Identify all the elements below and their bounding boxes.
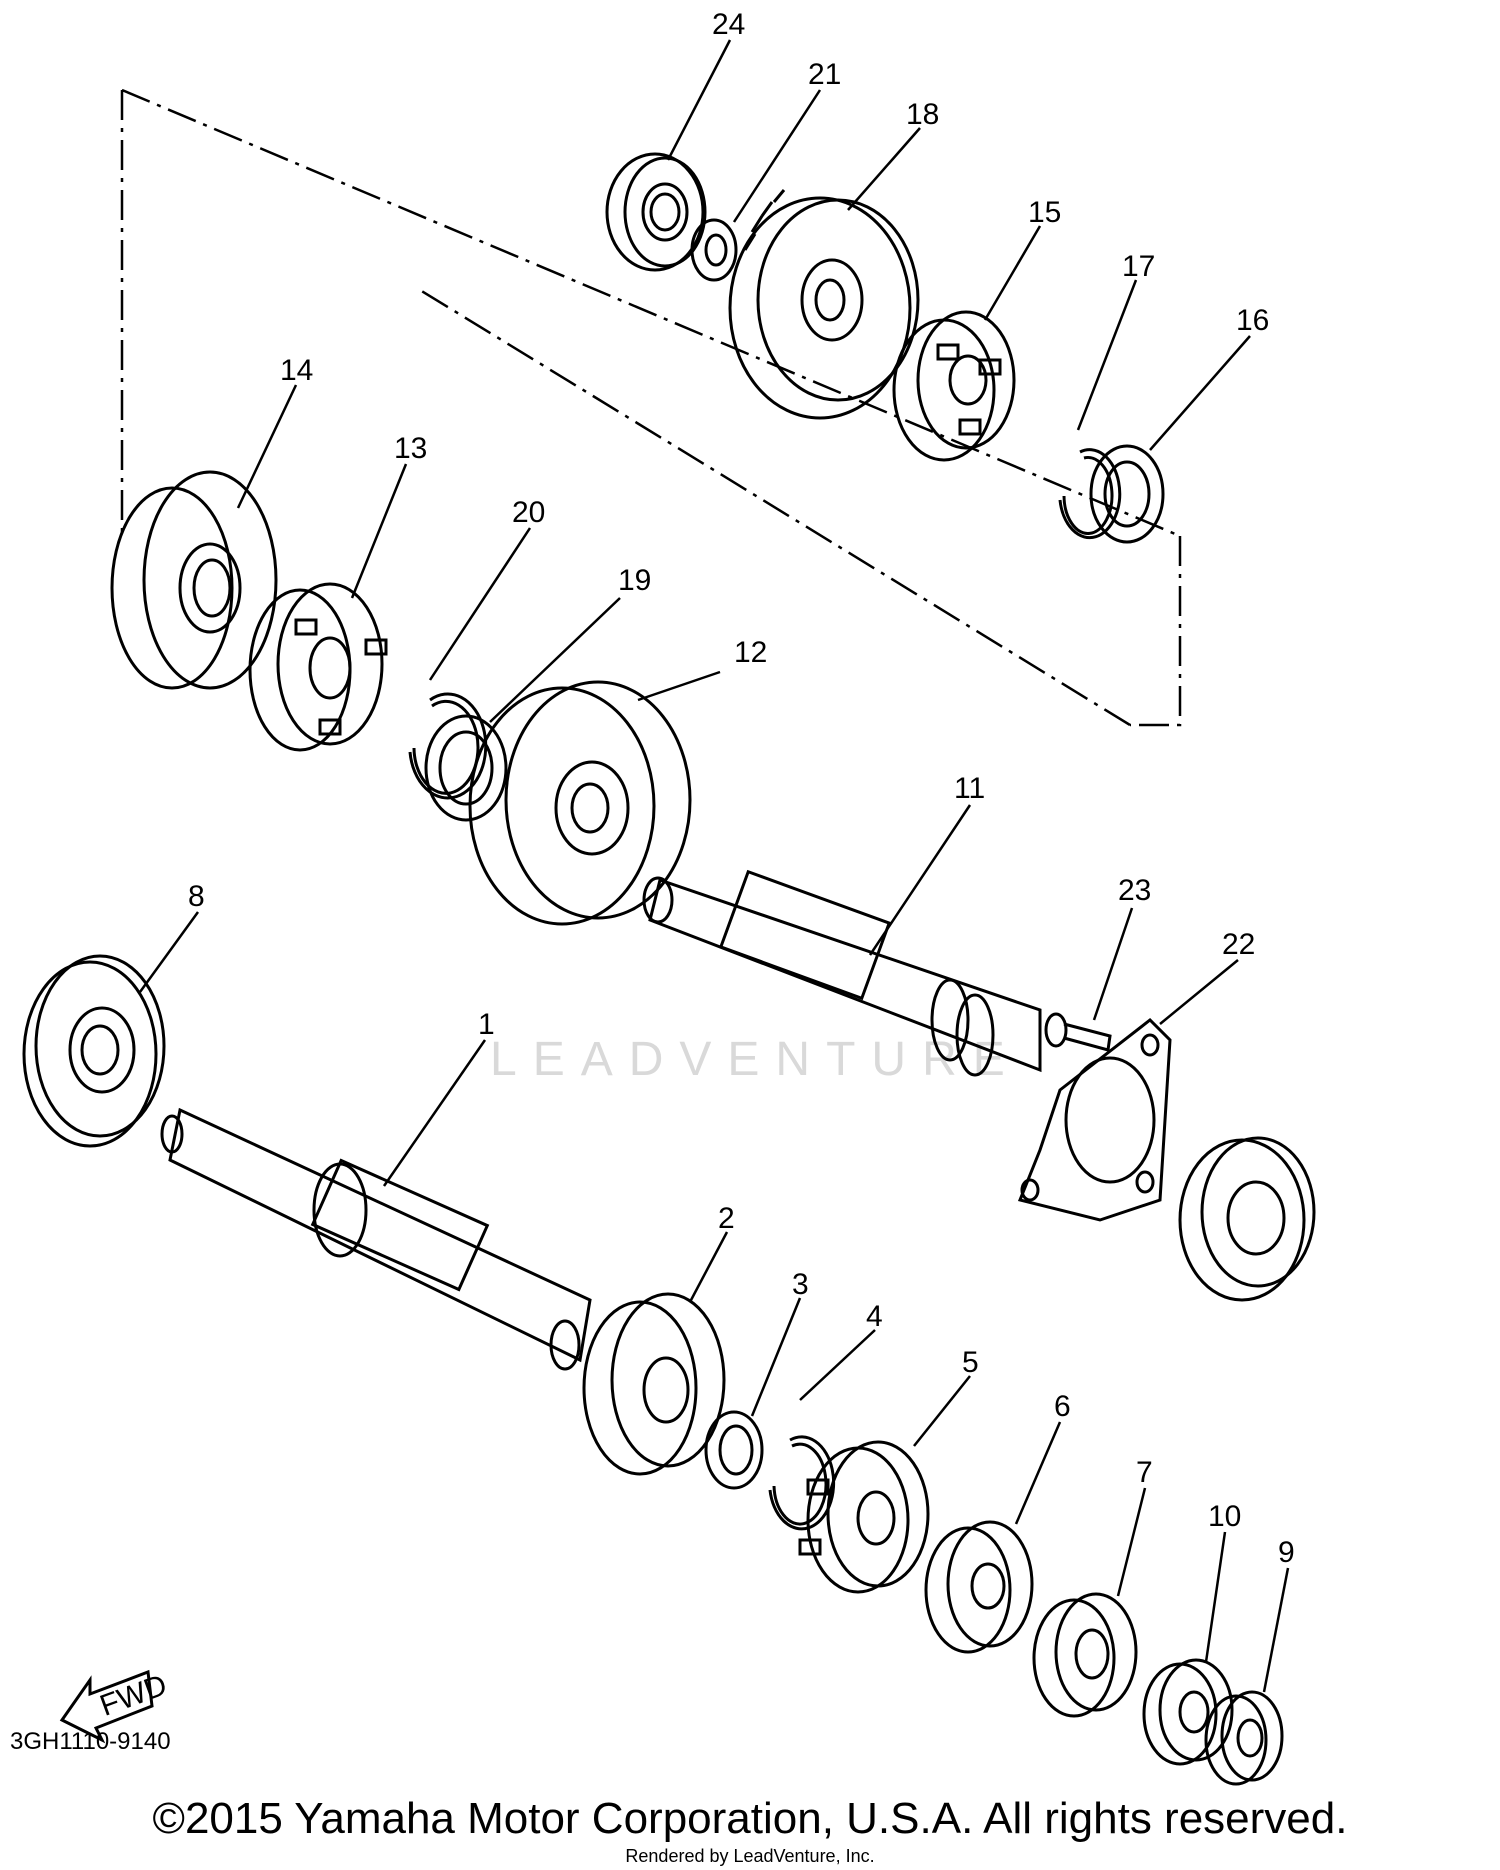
- callout-5: 5: [962, 1346, 979, 1379]
- rendered-by-credit: Rendered by LeadVenture, Inc.: [625, 1846, 875, 1866]
- part-15-gear: [892, 310, 1016, 462]
- callout-17: 17: [1122, 250, 1155, 283]
- callout-19: 19: [618, 564, 651, 597]
- callout-15: 15: [1028, 196, 1061, 229]
- callout-12: 12: [734, 636, 767, 669]
- callout-11: 11: [954, 772, 985, 805]
- leader-lines: [138, 39, 1290, 1693]
- callout-23: 23: [1118, 874, 1151, 907]
- part-23-bolt: [1044, 1012, 1112, 1052]
- assembly-boundary: [120, 88, 1182, 727]
- callout-6: 6: [1054, 1390, 1071, 1423]
- callout-16: 16: [1236, 304, 1269, 337]
- part-12-gear: [468, 680, 692, 926]
- callout-20: 20: [512, 496, 545, 529]
- part-4-circlip: [768, 1435, 836, 1531]
- part-18-gear: [728, 189, 920, 420]
- callout-8: 8: [188, 880, 205, 913]
- part-8-bearing: [22, 954, 166, 1148]
- callout-1: 1: [478, 1008, 495, 1041]
- callout-7: 7: [1136, 1456, 1153, 1489]
- part-20-circlip: [408, 692, 488, 800]
- callout-13: 13: [394, 432, 427, 465]
- callout-21: 21: [808, 58, 841, 91]
- part-2-gear: [582, 1292, 726, 1476]
- part-7-gear: [1032, 1592, 1138, 1718]
- part-bearing-right: [1178, 1136, 1316, 1302]
- part-22-plate: [1017, 1018, 1172, 1222]
- callout-2: 2: [718, 1202, 735, 1235]
- diagram-reference-code: 3GH1110-9140: [10, 1728, 171, 1755]
- part-5-gear: [798, 1440, 930, 1594]
- part-11-shaft: [642, 869, 1042, 1077]
- part-24-bearing: [605, 152, 707, 272]
- watermark-text: LEADVENTURE: [490, 1033, 1021, 1086]
- part-13-gear: [248, 582, 388, 752]
- fwd-arrow: [59, 1669, 154, 1744]
- callout-4: 4: [866, 1300, 883, 1333]
- part-1-shaft: [160, 1107, 592, 1371]
- callout-24: 24: [712, 8, 745, 41]
- part-16-washer: [1089, 444, 1165, 544]
- part-9-seal: [1204, 1690, 1284, 1786]
- part-10-bearing: [1142, 1658, 1234, 1766]
- part-3-washer: [704, 1410, 764, 1490]
- callout-22: 22: [1222, 928, 1255, 961]
- copyright-notice: ©2015 Yamaha Motor Corporation, U.S.A. A…: [152, 1794, 1348, 1843]
- part-21-washer: [690, 218, 738, 282]
- part-14-gear: [110, 470, 278, 690]
- callout-14: 14: [280, 354, 313, 387]
- part-19-washer: [424, 714, 508, 822]
- callout-18: 18: [906, 98, 939, 131]
- callout-3: 3: [792, 1268, 809, 1301]
- callout-10: 10: [1208, 1500, 1241, 1533]
- part-6-gear: [924, 1520, 1034, 1654]
- callout-9: 9: [1278, 1536, 1295, 1569]
